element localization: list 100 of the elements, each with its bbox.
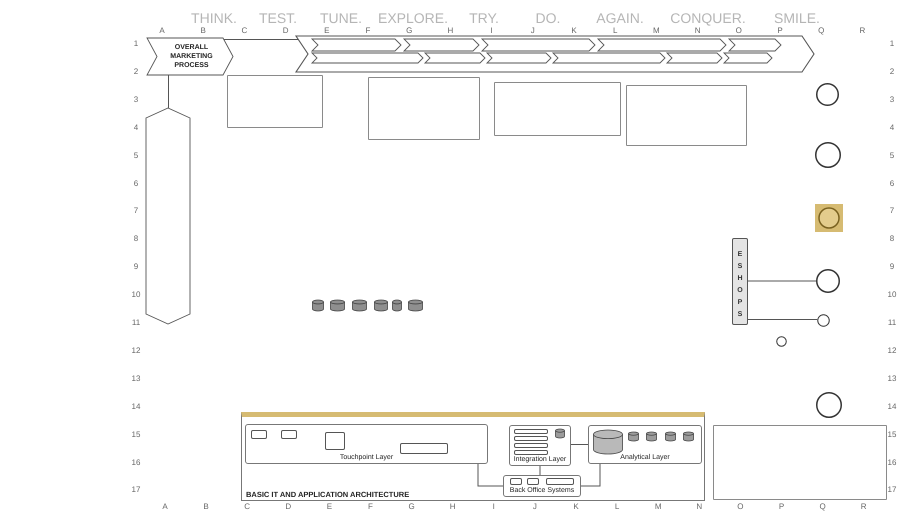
database-icon xyxy=(665,432,676,441)
row-number: 9 xyxy=(134,263,138,272)
row-number: 15 xyxy=(888,430,896,439)
connector-line xyxy=(168,74,169,109)
system-box xyxy=(281,430,297,439)
row-number: 10 xyxy=(132,291,140,300)
column-letter: F xyxy=(368,503,373,511)
row-number: 6 xyxy=(134,180,138,188)
header-word: EXPLORE. xyxy=(378,11,448,25)
connector-line xyxy=(748,280,816,282)
process-chevron xyxy=(146,108,190,324)
column-letter: B xyxy=(200,27,206,35)
system-box xyxy=(251,430,267,439)
layer-panel xyxy=(503,475,581,497)
column-letter: K xyxy=(571,27,577,35)
database-icon xyxy=(646,432,657,441)
process-step xyxy=(312,53,423,63)
content-panel xyxy=(626,85,747,146)
process-step xyxy=(729,39,781,51)
row-number: 17 xyxy=(132,486,140,494)
process-step xyxy=(312,39,401,51)
row-number: 3 xyxy=(134,96,138,104)
row-number: 6 xyxy=(890,180,894,188)
column-letter: E xyxy=(324,27,330,35)
row-number: 11 xyxy=(888,319,896,327)
circle-icon xyxy=(815,142,841,168)
row-number: 4 xyxy=(890,124,894,132)
process-step xyxy=(553,53,665,63)
layer-panel xyxy=(509,425,571,466)
column-letter: G xyxy=(408,503,415,511)
column-letter: Q xyxy=(818,27,824,35)
database-icon xyxy=(683,432,694,441)
column-letter: J xyxy=(532,503,537,511)
circle-icon xyxy=(816,392,842,418)
header-word: SMILE. xyxy=(774,11,820,25)
column-letter: R xyxy=(860,27,866,35)
connector-line xyxy=(223,39,299,40)
column-letter: P xyxy=(778,503,784,511)
system-box xyxy=(514,450,548,455)
database-icon xyxy=(352,300,367,311)
database-icon xyxy=(408,300,423,311)
row-number: 1 xyxy=(134,40,138,48)
database-icon xyxy=(593,430,623,454)
connector-line xyxy=(580,464,600,486)
database-icon xyxy=(628,432,639,441)
row-number: 16 xyxy=(132,458,140,466)
framed-circle-icon xyxy=(815,204,843,232)
row-number: 8 xyxy=(134,235,138,244)
row-number: 9 xyxy=(890,263,894,272)
database-icon xyxy=(330,300,345,311)
system-box xyxy=(514,429,548,434)
database-icon xyxy=(555,429,565,438)
column-letter: C xyxy=(244,503,250,511)
column-letter: A xyxy=(159,27,165,35)
database-icon xyxy=(312,300,324,311)
column-letter: N xyxy=(694,27,700,35)
system-box xyxy=(325,432,345,450)
row-number: 7 xyxy=(890,207,894,216)
column-letter: M xyxy=(653,27,660,35)
row-number: 2 xyxy=(134,68,138,76)
circle-icon xyxy=(817,314,830,327)
content-panel xyxy=(368,77,480,140)
row-number: 3 xyxy=(890,96,894,104)
header-word: THINK. xyxy=(191,11,237,25)
row-number: 1 xyxy=(890,40,894,48)
column-letter: I xyxy=(492,503,495,511)
system-box xyxy=(527,478,539,485)
process-step xyxy=(425,53,485,63)
column-letter: R xyxy=(860,503,867,511)
header-word: AGAIN. xyxy=(596,11,644,25)
process-step xyxy=(487,53,551,63)
column-letter: B xyxy=(203,503,209,511)
row-number: 15 xyxy=(132,430,140,439)
content-panel xyxy=(494,82,621,136)
circle-icon xyxy=(816,83,839,106)
row-number: 5 xyxy=(890,152,894,160)
column-letter: M xyxy=(654,503,662,511)
row-number: 11 xyxy=(132,319,140,327)
layer-panel xyxy=(245,424,488,464)
circle-icon xyxy=(776,336,787,347)
column-letter: G xyxy=(406,27,412,35)
system-box xyxy=(546,478,574,485)
column-letter: H xyxy=(450,503,456,511)
system-box xyxy=(400,443,448,454)
row-number: 2 xyxy=(890,68,894,76)
header-word: CONQUER. xyxy=(670,11,746,25)
process-step xyxy=(667,53,722,63)
column-letter: F xyxy=(366,27,370,35)
column-letter: E xyxy=(326,503,332,511)
layer-panel xyxy=(588,425,702,464)
column-letter: P xyxy=(777,27,783,35)
system-box xyxy=(510,478,522,485)
system-box xyxy=(514,443,548,448)
column-letter: O xyxy=(737,503,744,511)
header-word: TEST. xyxy=(258,11,298,25)
row-number: 12 xyxy=(132,346,140,355)
connector-line xyxy=(478,464,504,486)
column-letter: L xyxy=(614,503,620,511)
process-step xyxy=(482,39,595,51)
header-word: TRY. xyxy=(469,11,499,25)
